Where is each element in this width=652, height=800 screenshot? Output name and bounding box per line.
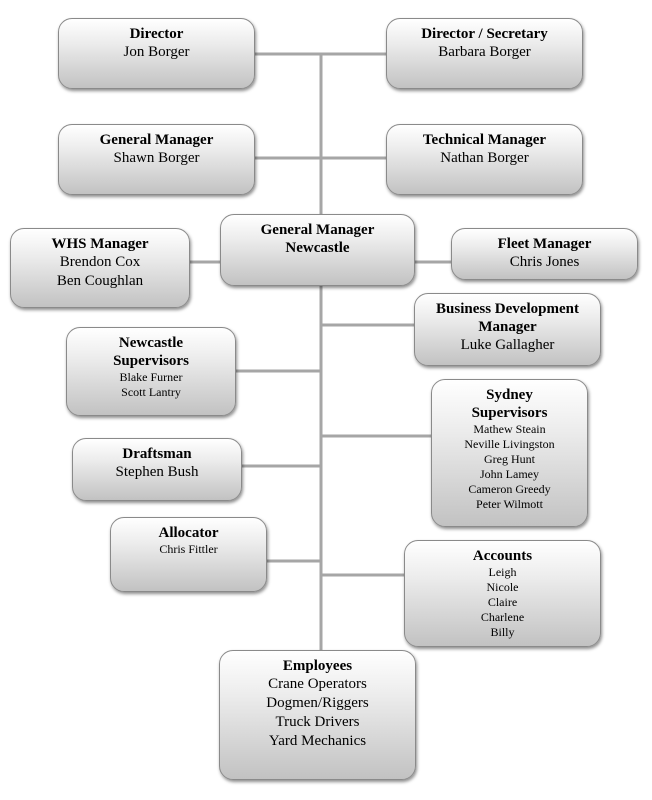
node-title: Director / Secretary bbox=[421, 26, 548, 42]
node-whs-manager: WHS Manager Brendon Cox Ben Coughlan bbox=[10, 228, 190, 308]
node-director: Director Jon Borger bbox=[58, 18, 255, 89]
node-title: Business Development Manager bbox=[436, 301, 579, 335]
node-line: John Lamey bbox=[480, 467, 539, 481]
node-technical-manager: Technical Manager Nathan Borger bbox=[386, 124, 583, 195]
node-line: Neville Livingston bbox=[464, 437, 555, 451]
node-title: Allocator bbox=[158, 525, 219, 541]
node-line: Blake Furner bbox=[119, 370, 183, 384]
node-allocator: Allocator Chris Fittler bbox=[110, 517, 267, 592]
node-line: Leigh bbox=[488, 565, 517, 579]
node-title: WHS Manager bbox=[51, 236, 149, 252]
node-title: General Manager bbox=[99, 132, 214, 148]
node-line: Charlene bbox=[480, 610, 525, 624]
node-director-secretary: Director / Secretary Barbara Borger bbox=[386, 18, 583, 89]
node-line: Mathew Steain bbox=[473, 422, 546, 436]
node-line: Crane Operators bbox=[268, 676, 367, 692]
node-line: Yard Mechanics bbox=[268, 733, 367, 749]
node-accounts: Accounts Leigh Nicole Claire Charlene Bi… bbox=[404, 540, 601, 647]
node-newcastle-supervisors: Newcastle Supervisors Blake Furner Scott… bbox=[66, 327, 236, 416]
node-line: Greg Hunt bbox=[484, 452, 535, 466]
node-business-development: Business Development Manager Luke Gallag… bbox=[414, 293, 601, 366]
node-line: Chris Jones bbox=[509, 254, 580, 270]
node-line: Shawn Borger bbox=[113, 150, 200, 166]
node-sydney-supervisors: Sydney Supervisors Mathew Steain Neville… bbox=[431, 379, 588, 527]
node-line: Nathan Borger bbox=[440, 150, 529, 166]
node-line: Chris Fittler bbox=[159, 542, 218, 556]
node-line: Nicole bbox=[486, 580, 519, 594]
node-title: Director bbox=[129, 26, 184, 42]
node-general-manager: General Manager Shawn Borger bbox=[58, 124, 255, 195]
node-line: Cameron Greedy bbox=[468, 482, 551, 496]
node-title: Newcastle Supervisors bbox=[113, 335, 189, 369]
node-line: Truck Drivers bbox=[275, 714, 360, 730]
node-fleet-manager: Fleet Manager Chris Jones bbox=[451, 228, 638, 280]
node-title: General Manager Newcastle bbox=[260, 222, 375, 256]
node-line: Jon Borger bbox=[123, 44, 190, 60]
node-gm-newcastle: General Manager Newcastle bbox=[220, 214, 415, 286]
node-draftsman: Draftsman Stephen Bush bbox=[72, 438, 242, 501]
node-line: Luke Gallagher bbox=[460, 337, 555, 353]
node-line: Brendon Cox bbox=[59, 254, 141, 270]
node-employees: Employees Crane Operators Dogmen/Riggers… bbox=[219, 650, 416, 780]
node-line: Dogmen/Riggers bbox=[266, 695, 369, 711]
node-line: Barbara Borger bbox=[438, 44, 531, 60]
node-title: Fleet Manager bbox=[497, 236, 592, 252]
node-title: Accounts bbox=[472, 548, 533, 564]
node-line: Billy bbox=[490, 625, 515, 639]
node-title: Sydney Supervisors bbox=[471, 387, 548, 421]
node-line: Scott Lantry bbox=[121, 385, 181, 399]
node-title: Draftsman bbox=[122, 446, 192, 462]
node-line: Stephen Bush bbox=[115, 464, 199, 480]
node-line: Peter Wilmott bbox=[476, 497, 543, 511]
node-line: Claire bbox=[487, 595, 518, 609]
node-title: Employees bbox=[282, 658, 353, 674]
node-line: Ben Coughlan bbox=[56, 273, 144, 289]
node-title: Technical Manager bbox=[422, 132, 547, 148]
